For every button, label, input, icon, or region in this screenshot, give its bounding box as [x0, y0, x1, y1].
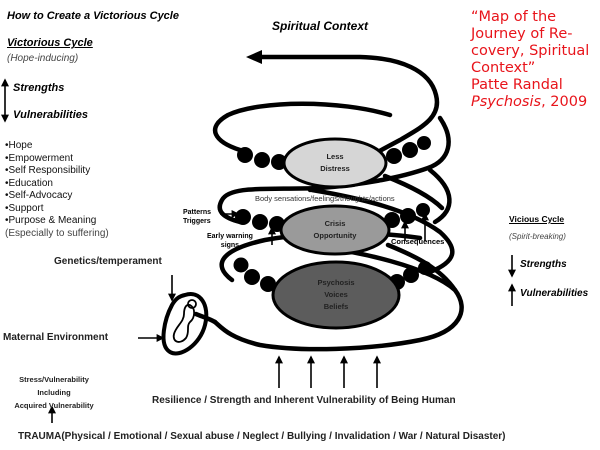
victorious-strengths-label: Strengths — [13, 82, 65, 94]
crisis-opportunity-text: Crisis Opportunity — [290, 218, 380, 242]
list-item: •Purpose & Meaning — [5, 215, 97, 226]
ellipse-less-distress — [282, 137, 388, 189]
signs-text: signs — [220, 242, 240, 249]
ellipse-label: Crisis — [324, 219, 346, 228]
list-item: •Self-Advocacy — [5, 190, 73, 201]
list-item: •Self Responsibility — [5, 165, 91, 176]
list-item: •Education — [5, 177, 53, 189]
trauma-label: TRAUMA(Physical / Emotional / Sexual abu… — [18, 431, 506, 442]
early-warning-label: Early warning signs — [207, 232, 253, 250]
early-warning-text: Early warning — [207, 233, 253, 240]
stress-text: Stress/Vulnerability — [19, 375, 89, 384]
list-note: (Especially to suffering) — [5, 227, 109, 239]
diagram-title: How to Create a Victorious Cycle — [7, 10, 179, 22]
including-text: Including — [37, 388, 71, 397]
spiral-arrowhead — [246, 50, 262, 64]
citation-source-title: Psychosis — [471, 94, 542, 110]
citation-year: , 2009 — [541, 94, 588, 110]
citation-author: Patte Randal — [471, 77, 563, 93]
less-distress-text: Less Distress — [295, 151, 375, 175]
citation: “Map of the Journey of Re- covery, Spiri… — [471, 9, 600, 111]
spiritual-context-label: Spiritual Context — [272, 19, 369, 33]
ellipse-label: Voices — [324, 290, 348, 299]
citation-line: “Map of the — [471, 9, 557, 25]
psychosis-text: Psychosis Voices Beliefs — [290, 277, 382, 313]
acquired-vulnerability-text: Acquired Vulnerability — [14, 401, 94, 410]
patterns-triggers-label: Patterns Triggers — [183, 208, 211, 226]
citation-line: Context” — [471, 60, 536, 76]
ellipse-label: Psychosis — [317, 278, 355, 287]
fetus-icon — [161, 292, 209, 356]
ellipse-crisis-opportunity — [279, 204, 391, 256]
list-item: •Empowerment — [5, 152, 73, 164]
genetics-label: Genetics/temperament — [54, 256, 162, 267]
ellipse-label: Distress — [320, 164, 350, 173]
vicious-cycle-subheading: (Spirit-breaking) — [509, 232, 566, 241]
vicious-cycle-heading: Vicious Cycle — [509, 214, 565, 224]
maternal-environment-label: Maternal Environment — [3, 332, 109, 343]
ellipse-psychosis — [271, 260, 401, 330]
body-sensations-label: Body sensations/feelings/thoughts/action… — [255, 194, 395, 203]
victorious-list: •Hope •Empowerment •Self Responsibility … — [5, 140, 109, 240]
citation-source: Psychosis, 2009 — [471, 94, 600, 111]
vicious-strengths-label: Strengths — [520, 259, 567, 270]
victorious-vulnerabilities-label: Vulnerabilities — [13, 109, 88, 121]
vicious-vulnerabilities-label: Vulnerabilities — [520, 288, 589, 299]
consequences-label: Consequences — [391, 237, 445, 246]
citation-line: Journey of Re- — [471, 26, 573, 42]
citation-line: covery, Spiritual — [471, 43, 590, 59]
ellipse-label: Less — [326, 152, 344, 161]
list-item: •Hope — [5, 140, 33, 151]
patterns-text: Patterns — [183, 209, 212, 216]
list-item: •Support — [5, 202, 44, 214]
triggers-text: Triggers — [183, 218, 211, 225]
resilience-label: Resilience / Strength and Inherent Vulne… — [152, 395, 456, 406]
ellipse-label: Opportunity — [313, 231, 357, 240]
ellipse-label: Beliefs — [323, 302, 349, 311]
victorious-cycle-subheading: (Hope-inducing) — [7, 53, 79, 64]
stress-vulnerability-label: Stress/Vulnerability Including Acquired … — [0, 373, 108, 412]
victorious-cycle-heading: Victorious Cycle — [7, 37, 93, 49]
